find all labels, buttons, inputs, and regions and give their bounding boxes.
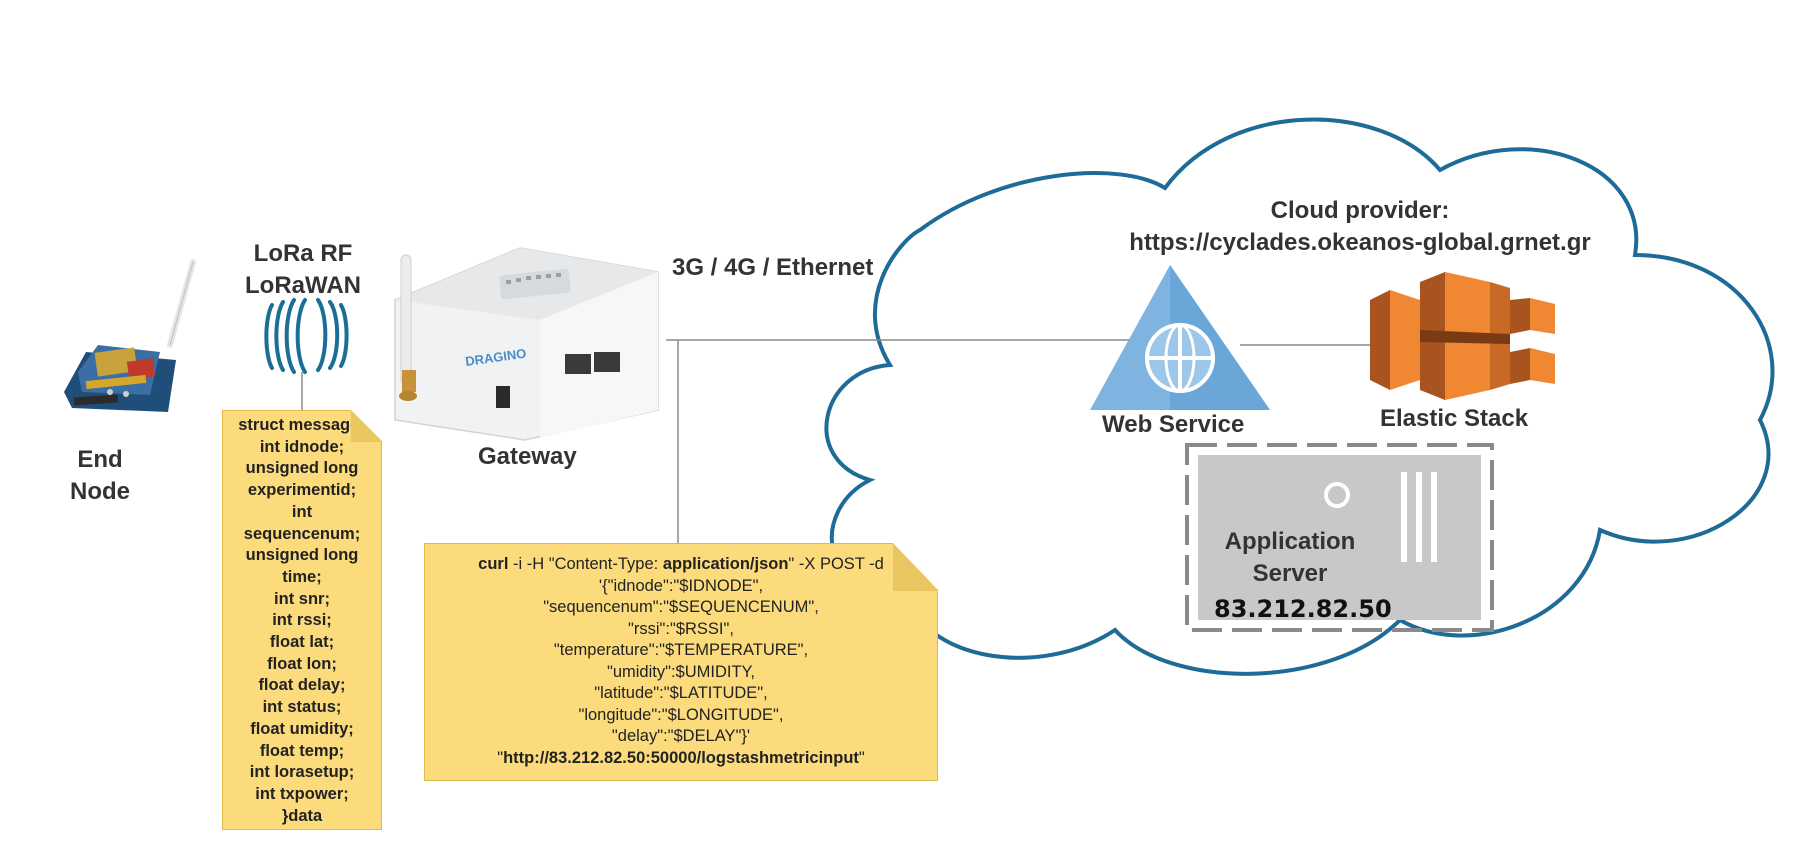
struct-line: int idnode;: [259, 437, 345, 456]
end-node-label-line-1: End: [77, 446, 123, 473]
struct-line: time;: [282, 567, 322, 586]
end-node-label-line-2: Node: [70, 478, 130, 505]
lora-label-line-1: LoRa RF: [253, 240, 353, 267]
struct-line: experimentid;: [247, 481, 357, 500]
struct-line: float delay;: [258, 676, 346, 695]
struct-line: }data: [281, 806, 323, 825]
end-node-board-icon: [64, 259, 196, 412]
application-server-icon: [1185, 443, 1494, 632]
struct-line: float temp;: [259, 741, 345, 760]
end-node-label: End Node: [52, 444, 148, 508]
curl-body-line: "sequencenum":"$SEQUENCENUM",: [543, 598, 819, 616]
curl-url-line: "http://83.212.82.50:50000/logstashmetri…: [425, 748, 937, 770]
struct-line: sequencenum;: [243, 524, 361, 543]
curl-method: " -X POST -d: [788, 555, 884, 573]
application-server-label-line-1: Application: [1224, 528, 1356, 555]
struct-message-note: struct message{ int idnode; unsigned lon…: [222, 409, 383, 830]
struct-line: unsigned long: [245, 546, 359, 565]
curl-body-line: "rssi":"$RSSI",: [628, 619, 734, 638]
curl-cmd: curl: [478, 555, 509, 573]
cloud-shape: [824, 117, 1775, 676]
struct-line: int snr;: [274, 589, 330, 608]
web-service-icon: [1090, 265, 1270, 410]
curl-body-line: '{"idnode":"$IDNODE",: [598, 576, 764, 595]
curl-command-note: curl -i -H "Content-Type: application/js…: [424, 542, 939, 781]
lora-label-line-2: LoRaWAN: [245, 272, 361, 299]
struct-line: int lorasetup;: [249, 763, 355, 782]
lora-waves-icon: [264, 298, 349, 374]
curl-url-quote-close: ": [858, 748, 865, 767]
struct-line: float umidity;: [250, 719, 354, 738]
curl-args: -i -H "Content-Type:: [508, 555, 663, 573]
curl-body-line: "umidity":$UMIDITY,: [606, 662, 756, 681]
struct-line: unsigned long: [245, 459, 359, 478]
elastic-stack-icon: [1370, 272, 1555, 400]
gateway-label: Gateway: [478, 443, 577, 470]
cloud-provider-url: https://cyclades.okeanos-global.grnet.gr: [1129, 229, 1591, 256]
cloud-provider-title: Cloud provider:: [1270, 197, 1450, 224]
struct-line: int: [291, 502, 313, 521]
curl-line-1: curl -i -H "Content-Type: application/js…: [425, 554, 937, 576]
struct-line: int txpower;: [255, 784, 349, 803]
application-server-label: Application Server: [1210, 526, 1370, 590]
struct-line: int rssi;: [272, 611, 332, 630]
curl-body-line: "longitude":"$LONGITUDE",: [578, 705, 784, 724]
web-service-label: Web Service: [1102, 411, 1245, 438]
curl-url-quote-open: ": [497, 748, 504, 767]
curl-body-line: "latitude":"$LATITUDE",: [594, 684, 768, 702]
network-label: 3G / 4G / Ethernet: [672, 254, 874, 281]
lora-label: LoRa RF LoRaWAN: [228, 238, 378, 302]
application-server-ip: 83.212.82.50: [1214, 595, 1392, 623]
curl-body-line: "temperature":"$TEMPERATURE",: [553, 641, 809, 659]
struct-line: int status;: [262, 698, 342, 717]
curl-body-line: "delay":"$DELAY"}': [611, 727, 751, 745]
cloud-provider-label: Cloud provider: https://cyclades.okeanos…: [1080, 195, 1640, 259]
gateway-device-icon: DRAGINO: [394, 247, 659, 441]
struct-line: float lon;: [267, 654, 337, 673]
struct-line: struct message{: [238, 416, 366, 434]
struct-line: float lat;: [269, 633, 335, 652]
application-server-label-line-2: Server: [1252, 560, 1328, 587]
curl-url: http://83.212.82.50:50000/logstashmetric…: [503, 748, 859, 767]
elastic-stack-label: Elastic Stack: [1380, 405, 1529, 432]
curl-content-type: application/json: [662, 555, 789, 573]
